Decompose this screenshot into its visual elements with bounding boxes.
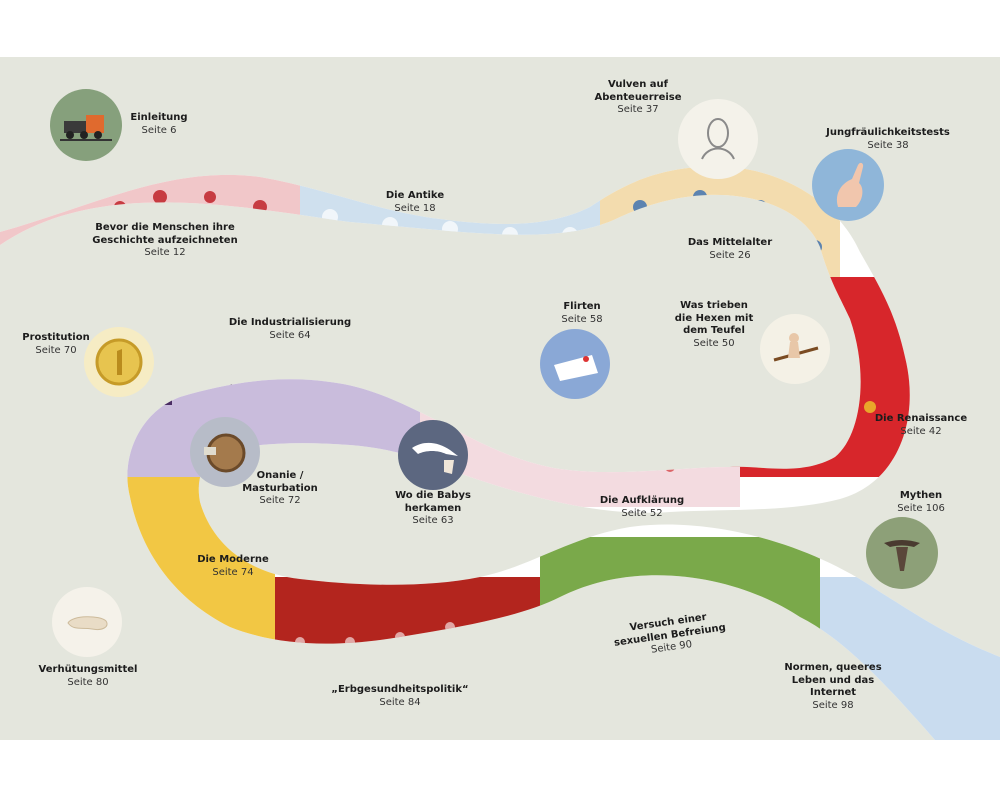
chapter-page: Seite 64 xyxy=(269,329,311,341)
chapter-antike[interactable]: Die Antike Seite 18 xyxy=(375,190,455,215)
chapter-title: Wo die Babys herkamen xyxy=(395,490,471,514)
chapter-title: Verhütungsmittel xyxy=(38,664,138,675)
coin-icon xyxy=(84,327,154,397)
chapter-title: Prostitution xyxy=(22,332,90,343)
chapter-verhuetung[interactable]: Verhütungsmittel Seite 80 xyxy=(33,664,143,689)
vulva-figures-icon xyxy=(678,99,758,179)
chapter-page: Seite 26 xyxy=(709,249,751,261)
timeline-board: Einleitung Seite 6 Bevor die Menschen ih… xyxy=(0,57,1000,740)
chapter-flirten[interactable]: Flirten Seite 58 xyxy=(547,301,617,326)
chapter-page: Seite 84 xyxy=(379,696,421,708)
chapter-title: Die Antike xyxy=(385,190,445,201)
chapter-page: Seite 50 xyxy=(693,337,735,349)
chapter-mythen[interactable]: Mythen Seite 106 xyxy=(886,490,956,515)
chapter-babys[interactable]: Wo die Babys herkamen Seite 63 xyxy=(378,490,488,528)
condom-icon xyxy=(52,587,122,657)
chapter-page: Seite 70 xyxy=(35,344,77,356)
chapter-hexen[interactable]: Was trieben die Hexen mit dem Teufel Sei… xyxy=(672,300,756,350)
chapter-jungfrau[interactable]: Jungfräulichkeitstests Seite 38 xyxy=(818,127,958,152)
chapter-page: Seite 52 xyxy=(621,507,663,519)
chapter-title: Die Aufklärung xyxy=(599,495,685,506)
chapter-mittelalter[interactable]: Das Mittelalter Seite 26 xyxy=(680,237,780,262)
chapter-bevor[interactable]: Bevor die Menschen ihre Geschichte aufze… xyxy=(85,222,245,260)
chapter-moderne[interactable]: Die Moderne Seite 74 xyxy=(188,554,278,579)
chapter-renaissance[interactable]: Die Renaissance Seite 42 xyxy=(866,413,976,438)
chapter-title: Einleitung xyxy=(130,112,188,123)
chapter-title: Die Moderne xyxy=(197,554,269,565)
chapter-page: Seite 74 xyxy=(212,566,254,578)
hand-icon xyxy=(812,149,884,221)
chapter-normen[interactable]: Normen, queeres Leben und das Internet S… xyxy=(778,662,888,712)
chapter-title: „Erbgesundheitspolitik“ xyxy=(331,684,469,695)
chapter-page: Seite 12 xyxy=(144,247,186,258)
chastity-belt-icon xyxy=(866,517,938,589)
chapter-page: Seite 72 xyxy=(259,495,301,506)
love-letter-icon xyxy=(540,329,610,399)
chapter-title: Jungfräulichkeitstests xyxy=(826,127,950,138)
chapter-einleitung[interactable]: Einleitung Seite 6 xyxy=(124,112,194,137)
chapter-aufklaerung[interactable]: Die Aufklärung Seite 52 xyxy=(592,495,692,520)
chapter-title: Mythen xyxy=(899,490,943,501)
chapter-title: Vulven auf Abenteuerreise xyxy=(594,79,682,103)
train-icon xyxy=(50,89,122,161)
chapter-page: Seite 58 xyxy=(561,313,603,325)
chapter-prostitution[interactable]: Prostitution Seite 70 xyxy=(16,332,96,357)
chapter-page: Seite 80 xyxy=(67,676,109,688)
chapter-page: Seite 106 xyxy=(897,502,945,514)
chapter-title: Die Renaissance xyxy=(874,413,968,424)
chapter-title: Das Mittelalter xyxy=(687,237,773,248)
chapter-title: Bevor die Menschen ihre Geschichte aufze… xyxy=(92,222,238,246)
chapter-title: Was trieben die Hexen mit dem Teufel xyxy=(674,300,754,336)
chapter-title: Onanie / Masturbation xyxy=(242,470,318,494)
pocket-watch-icon xyxy=(190,417,260,487)
chapter-title: Die Industrialisierung xyxy=(228,317,352,328)
chapter-page: Seite 18 xyxy=(394,202,436,214)
chapter-page: Seite 98 xyxy=(812,699,854,711)
chapter-title: Normen, queeres Leben und das Internet xyxy=(784,662,882,698)
chapter-title: Flirten xyxy=(563,301,601,312)
chapter-erbgesundheit[interactable]: „Erbgesundheitspolitik“ Seite 84 xyxy=(330,684,470,709)
chapter-page: Seite 42 xyxy=(900,425,942,437)
chapter-page: Seite 63 xyxy=(412,515,454,526)
chapter-onanie[interactable]: Onanie / Masturbation Seite 72 xyxy=(235,470,325,508)
timeline-river xyxy=(0,166,1000,740)
chapter-page: Seite 37 xyxy=(617,104,659,115)
chapter-industrialisierung[interactable]: Die Industrialisierung Seite 64 xyxy=(220,317,360,342)
stork-icon xyxy=(398,420,468,490)
witch-on-broom-icon xyxy=(760,314,830,384)
chapter-page: Seite 6 xyxy=(141,124,177,136)
chapter-vulven[interactable]: Vulven auf Abenteuerreise Seite 37 xyxy=(588,79,688,117)
chapter-page: Seite 38 xyxy=(867,139,909,151)
